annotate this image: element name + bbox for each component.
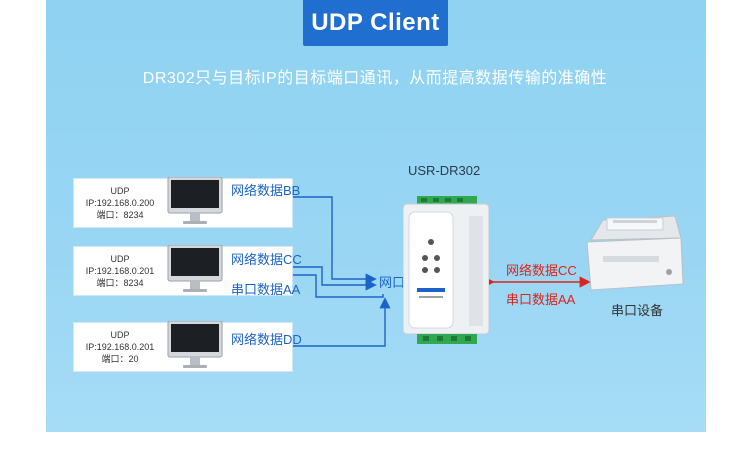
host-info: UDP IP:192.168.0.201 端口：8234 — [74, 253, 166, 289]
host-info: UDP IP:192.168.0.201 端口：20 — [74, 329, 166, 365]
host-card-1: UDP IP:192.168.0.200 端口：8234 — [73, 177, 293, 228]
host-ip: IP:192.168.0.201 — [85, 266, 155, 276]
host-card-3: UDP IP:192.168.0.201 端口：20 — [73, 321, 293, 372]
host-card-2: UDP IP:192.168.0.201 端口：8234 — [73, 245, 293, 296]
host-port: 端口：20 — [101, 354, 139, 364]
host-info: UDP IP:192.168.0.200 端口：8234 — [74, 185, 166, 221]
network-port-label: 网口 — [379, 275, 406, 290]
bottom-margin — [0, 432, 750, 451]
printer-icon — [586, 215, 684, 291]
host-ip: IP:192.168.0.201 — [85, 342, 155, 352]
host-protocol: UDP — [110, 186, 130, 196]
host-protocol: UDP — [110, 330, 130, 340]
monitor-icon — [167, 321, 223, 368]
label-serial-aa-out: 串口数据AA — [506, 292, 576, 307]
label-data-bb: 网络数据BB — [231, 183, 301, 198]
host-port: 端口：8234 — [96, 210, 144, 220]
label-data-cc: 网络数据CC — [231, 252, 302, 267]
serial-device-label: 串口设备 — [611, 303, 664, 318]
page-title: UDP Client — [303, 0, 448, 46]
label-data-dd: 网络数据DD — [231, 332, 302, 347]
monitor-icon — [167, 177, 223, 224]
label-serial-aa: 串口数据AA — [231, 282, 301, 297]
dr302-device-icon — [403, 196, 489, 344]
device-label: USR-DR302 — [408, 163, 481, 178]
monitor-icon — [167, 245, 223, 292]
host-ip: IP:192.168.0.200 — [85, 198, 155, 208]
subtitle: DR302只与目标IP的目标端口通讯，从而提高数据传输的准确性 — [142, 70, 608, 87]
host-port: 端口：8234 — [96, 278, 144, 288]
label-serial-cc: 网络数据CC — [506, 263, 577, 278]
host-protocol: UDP — [110, 254, 130, 264]
